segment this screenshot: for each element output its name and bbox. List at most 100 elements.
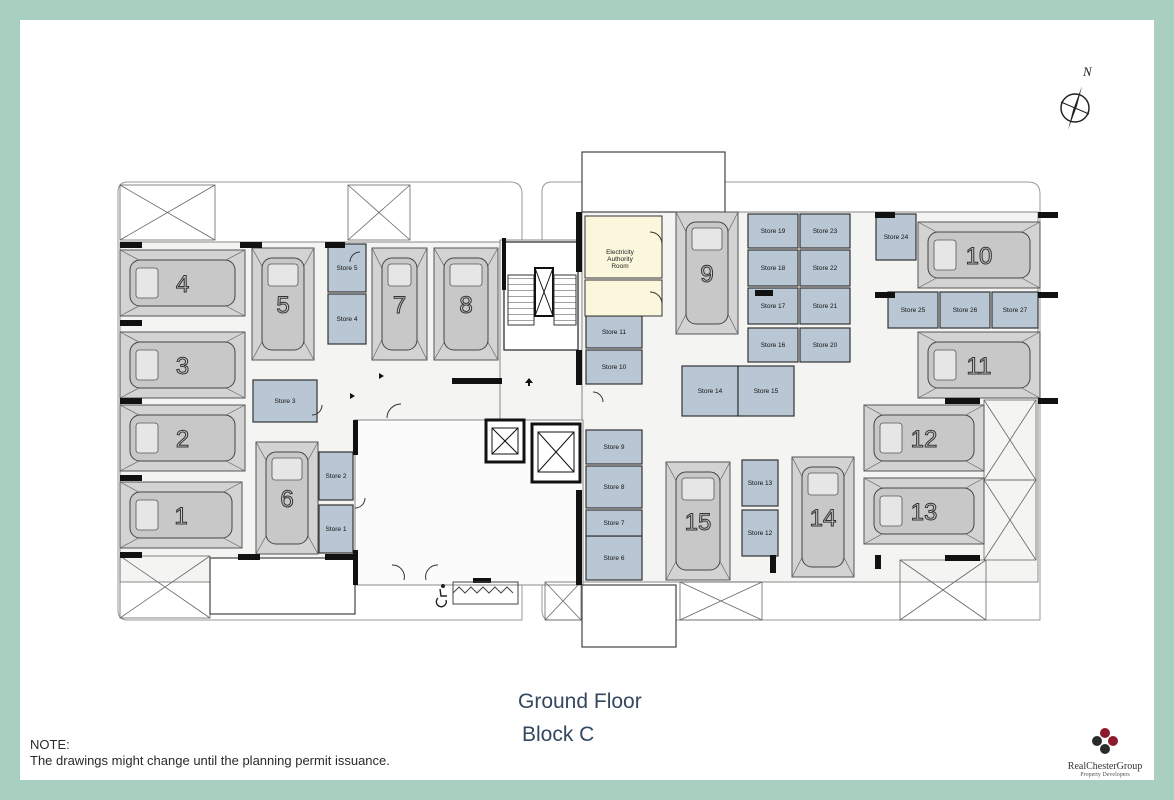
parking-bay: 10 <box>917 221 1041 289</box>
parking-bay: 9 <box>675 211 739 335</box>
store-unit: Store 24 <box>875 213 917 261</box>
store-label: Store 13 <box>748 480 773 487</box>
store-unit: Store 13 <box>741 459 779 507</box>
entry-arrow-icons <box>350 373 533 399</box>
parking-bay: 2 <box>119 404 246 472</box>
store-label: Store 14 <box>698 388 723 395</box>
store-unit: Store 27 <box>991 291 1039 329</box>
store-unit: Store 3 <box>252 379 318 423</box>
access-ramp <box>452 581 519 605</box>
parking-number: 12 <box>911 426 938 453</box>
logo-tagline: Property Developers <box>1080 772 1130 778</box>
store-unit: Store 16 <box>747 327 799 363</box>
store-label: Store 24 <box>884 234 909 241</box>
store-unit: Store 9 <box>585 429 643 465</box>
parking-bay: 4 <box>119 249 246 317</box>
north-arrow-icon: N <box>1060 64 1093 130</box>
store-label: Store 25 <box>901 307 926 314</box>
parking-number: 10 <box>966 243 993 270</box>
store-unit: Store 22 <box>799 249 851 287</box>
parking-number: 5 <box>276 292 289 319</box>
parking-number: 2 <box>176 426 189 453</box>
store-label: Store 17 <box>761 303 786 310</box>
parking-bay: 12 <box>863 404 985 472</box>
note-heading: NOTE: <box>30 737 70 752</box>
stair-core <box>503 241 579 351</box>
store-unit: Store 11 <box>585 315 643 349</box>
store-unit: Store 26 <box>939 291 991 329</box>
store-label: Store 15 <box>754 388 779 395</box>
store-unit: Store 23 <box>799 213 851 249</box>
store-label: Store 6 <box>604 555 625 562</box>
north-label: N <box>1082 64 1093 79</box>
parking-number: 15 <box>685 509 712 536</box>
store-label: Store 21 <box>813 303 838 310</box>
store-unit: Store 15 <box>737 365 795 417</box>
store-label: Store 2 <box>326 473 347 480</box>
note-text: The drawings might change until the plan… <box>30 753 390 768</box>
store-label: Store 5 <box>337 265 358 272</box>
store-label: Store 18 <box>761 265 786 272</box>
parking-number: 8 <box>459 292 472 319</box>
parking-number: 9 <box>700 261 713 288</box>
parking-bay: 7 <box>371 247 428 361</box>
store-unit: Store 12 <box>741 509 779 557</box>
logo-mark-icon <box>1092 728 1118 754</box>
parking-number: 7 <box>393 292 406 319</box>
doors <box>311 231 663 581</box>
store-unit: Store 1 <box>318 504 354 554</box>
store-label: Store 3 <box>275 398 296 405</box>
store-unit: Store 4 <box>327 293 367 345</box>
store-label: Store 19 <box>761 228 786 235</box>
parking-bay: 14 <box>791 456 855 578</box>
parking-number: 14 <box>810 505 837 532</box>
store-unit: Store 10 <box>585 349 643 385</box>
store-label: Store 26 <box>953 307 978 314</box>
store-label: Store 20 <box>813 342 838 349</box>
hatched-voids <box>119 184 1037 621</box>
parking-bay: 3 <box>119 331 246 399</box>
parking-bay: 5 <box>251 247 315 361</box>
store-label: Store 4 <box>337 316 358 323</box>
parking-number: 13 <box>911 499 938 526</box>
disclaimer-note: NOTE: The drawings might change until th… <box>30 737 390 769</box>
lift-shafts <box>484 418 582 484</box>
parking-bay: 15 <box>665 461 731 581</box>
store-unit: Store 8 <box>585 465 643 509</box>
parking-bay: 8 <box>433 247 499 361</box>
store-label: Store 8 <box>604 484 625 491</box>
storage-units: Store 1 Store 2 Store 3 Store 4 Store 5 Store… <box>252 213 1039 581</box>
parking-number: 3 <box>176 353 189 380</box>
store-unit: Store 19 <box>747 213 799 249</box>
floor-title: Ground Floor <box>518 690 642 713</box>
structural-walls <box>120 212 1058 585</box>
store-label: Store 11 <box>602 329 626 336</box>
parking-number: 6 <box>280 486 293 513</box>
parking-bay: 6 <box>255 441 319 555</box>
store-unit: Store 25 <box>887 291 939 329</box>
parking-bay: 13 <box>863 477 985 545</box>
store-label: Store 1 <box>326 526 347 533</box>
store-label: Store 12 <box>748 530 773 537</box>
store-unit: Store 14 <box>681 365 739 417</box>
store-unit: Store 21 <box>799 287 851 325</box>
store-unit: Store 20 <box>799 327 851 363</box>
parking-number: 1 <box>174 503 187 530</box>
service-blocks <box>209 151 726 648</box>
store-label: Store 10 <box>602 364 627 371</box>
store-unit: Store 7 <box>585 509 643 537</box>
parking-bay: 11 <box>917 331 1041 399</box>
parking-number: 4 <box>176 271 189 298</box>
store-label: Store 22 <box>813 265 838 272</box>
store-unit: Store 2 <box>318 451 354 501</box>
store-label: Store 23 <box>813 228 838 235</box>
store-unit: Store 5 <box>327 243 367 293</box>
parking-bay: 1 <box>119 481 243 549</box>
store-label: Store 27 <box>1003 307 1028 314</box>
store-label: Store 9 <box>604 444 625 451</box>
store-unit: Store 18 <box>747 249 799 287</box>
